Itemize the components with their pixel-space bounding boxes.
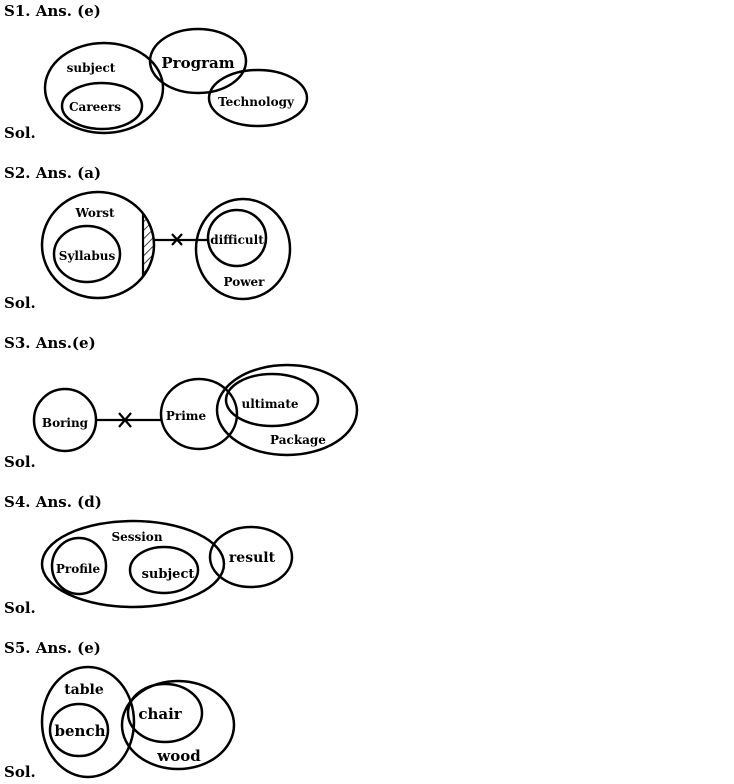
s2-worst-label: Worst xyxy=(74,206,115,220)
s5-sol-label: Sol. xyxy=(4,763,36,781)
s4-profile-label: Profile xyxy=(56,562,101,576)
s1-subject-label: subject xyxy=(67,61,116,75)
s1-program-circle xyxy=(148,27,248,95)
s2-header: S2. Ans. (a) xyxy=(4,164,102,182)
s1-careers-label: Careers xyxy=(69,100,121,114)
s5-header: S5. Ans. (e) xyxy=(4,639,101,657)
s3-package-label: Package xyxy=(270,433,326,447)
s1-program-label: Program xyxy=(161,54,234,72)
s3-sol-label: Sol. xyxy=(4,453,36,471)
s5-chair-label: chair xyxy=(138,705,182,723)
s1-sol-label: Sol. xyxy=(4,124,36,142)
s4-result-circle xyxy=(208,525,294,589)
s1-diagram: subject Careers Program Technology xyxy=(43,27,309,135)
s5-table-circle xyxy=(40,665,136,779)
s2-power-circle xyxy=(194,197,292,301)
s1-subject-circle xyxy=(43,41,165,135)
s3-boring-label: Boring xyxy=(42,416,89,430)
s3-package-circle xyxy=(215,363,359,457)
s2-cross-mark-b xyxy=(171,233,183,246)
s5-chair-circle xyxy=(126,682,204,744)
s3-header: S3. Ans.(e) xyxy=(4,334,96,352)
s1-technology-label: Technology xyxy=(218,95,295,109)
s3-ultimate-circle xyxy=(224,372,320,428)
s4-session-circle xyxy=(40,519,226,609)
s3-prime-label: Prime xyxy=(166,409,207,423)
s4-subject-circle xyxy=(128,545,200,595)
s3-ultimate-label: ultimate xyxy=(241,397,298,411)
s5-bench-circle xyxy=(48,702,110,758)
s3-diagram: Boring Prime ultimate Package xyxy=(32,363,359,457)
s3-cross-mark-b xyxy=(118,412,132,428)
s2-sol-label: Sol. xyxy=(4,294,36,312)
s2-difficult-circle xyxy=(206,208,268,268)
s1-header: S1. Ans. (e) xyxy=(4,2,101,20)
s2-diagram: Worst Syllabus difficult Power xyxy=(40,190,292,301)
s5-table-label: table xyxy=(64,682,104,698)
s4-result-label: result xyxy=(229,550,276,566)
s2-difficult-label: difficult xyxy=(210,233,264,247)
s4-subject-label: subject xyxy=(142,567,195,582)
s4-sol-label: Sol. xyxy=(4,599,36,617)
s5-diagram: table bench chair wood xyxy=(40,665,236,779)
s5-wood-circle xyxy=(120,679,236,771)
s3-prime-circle xyxy=(159,377,239,451)
s2-syllabus-circle xyxy=(52,224,122,284)
s2-worst-circle xyxy=(40,190,156,300)
s2-syllabus-label: Syllabus xyxy=(59,249,116,263)
s4-profile-circle xyxy=(50,536,108,596)
s4-session-label: Session xyxy=(111,530,162,544)
s4-header: S4. Ans. (d) xyxy=(4,493,102,511)
s2-power-label: Power xyxy=(224,275,266,289)
s1-careers-circle xyxy=(60,81,144,131)
s4-diagram: Session Profile subject result xyxy=(40,519,294,609)
s5-bench-label: bench xyxy=(55,722,106,740)
s5-wood-label: wood xyxy=(156,747,201,765)
s1-technology-circle xyxy=(207,68,309,128)
